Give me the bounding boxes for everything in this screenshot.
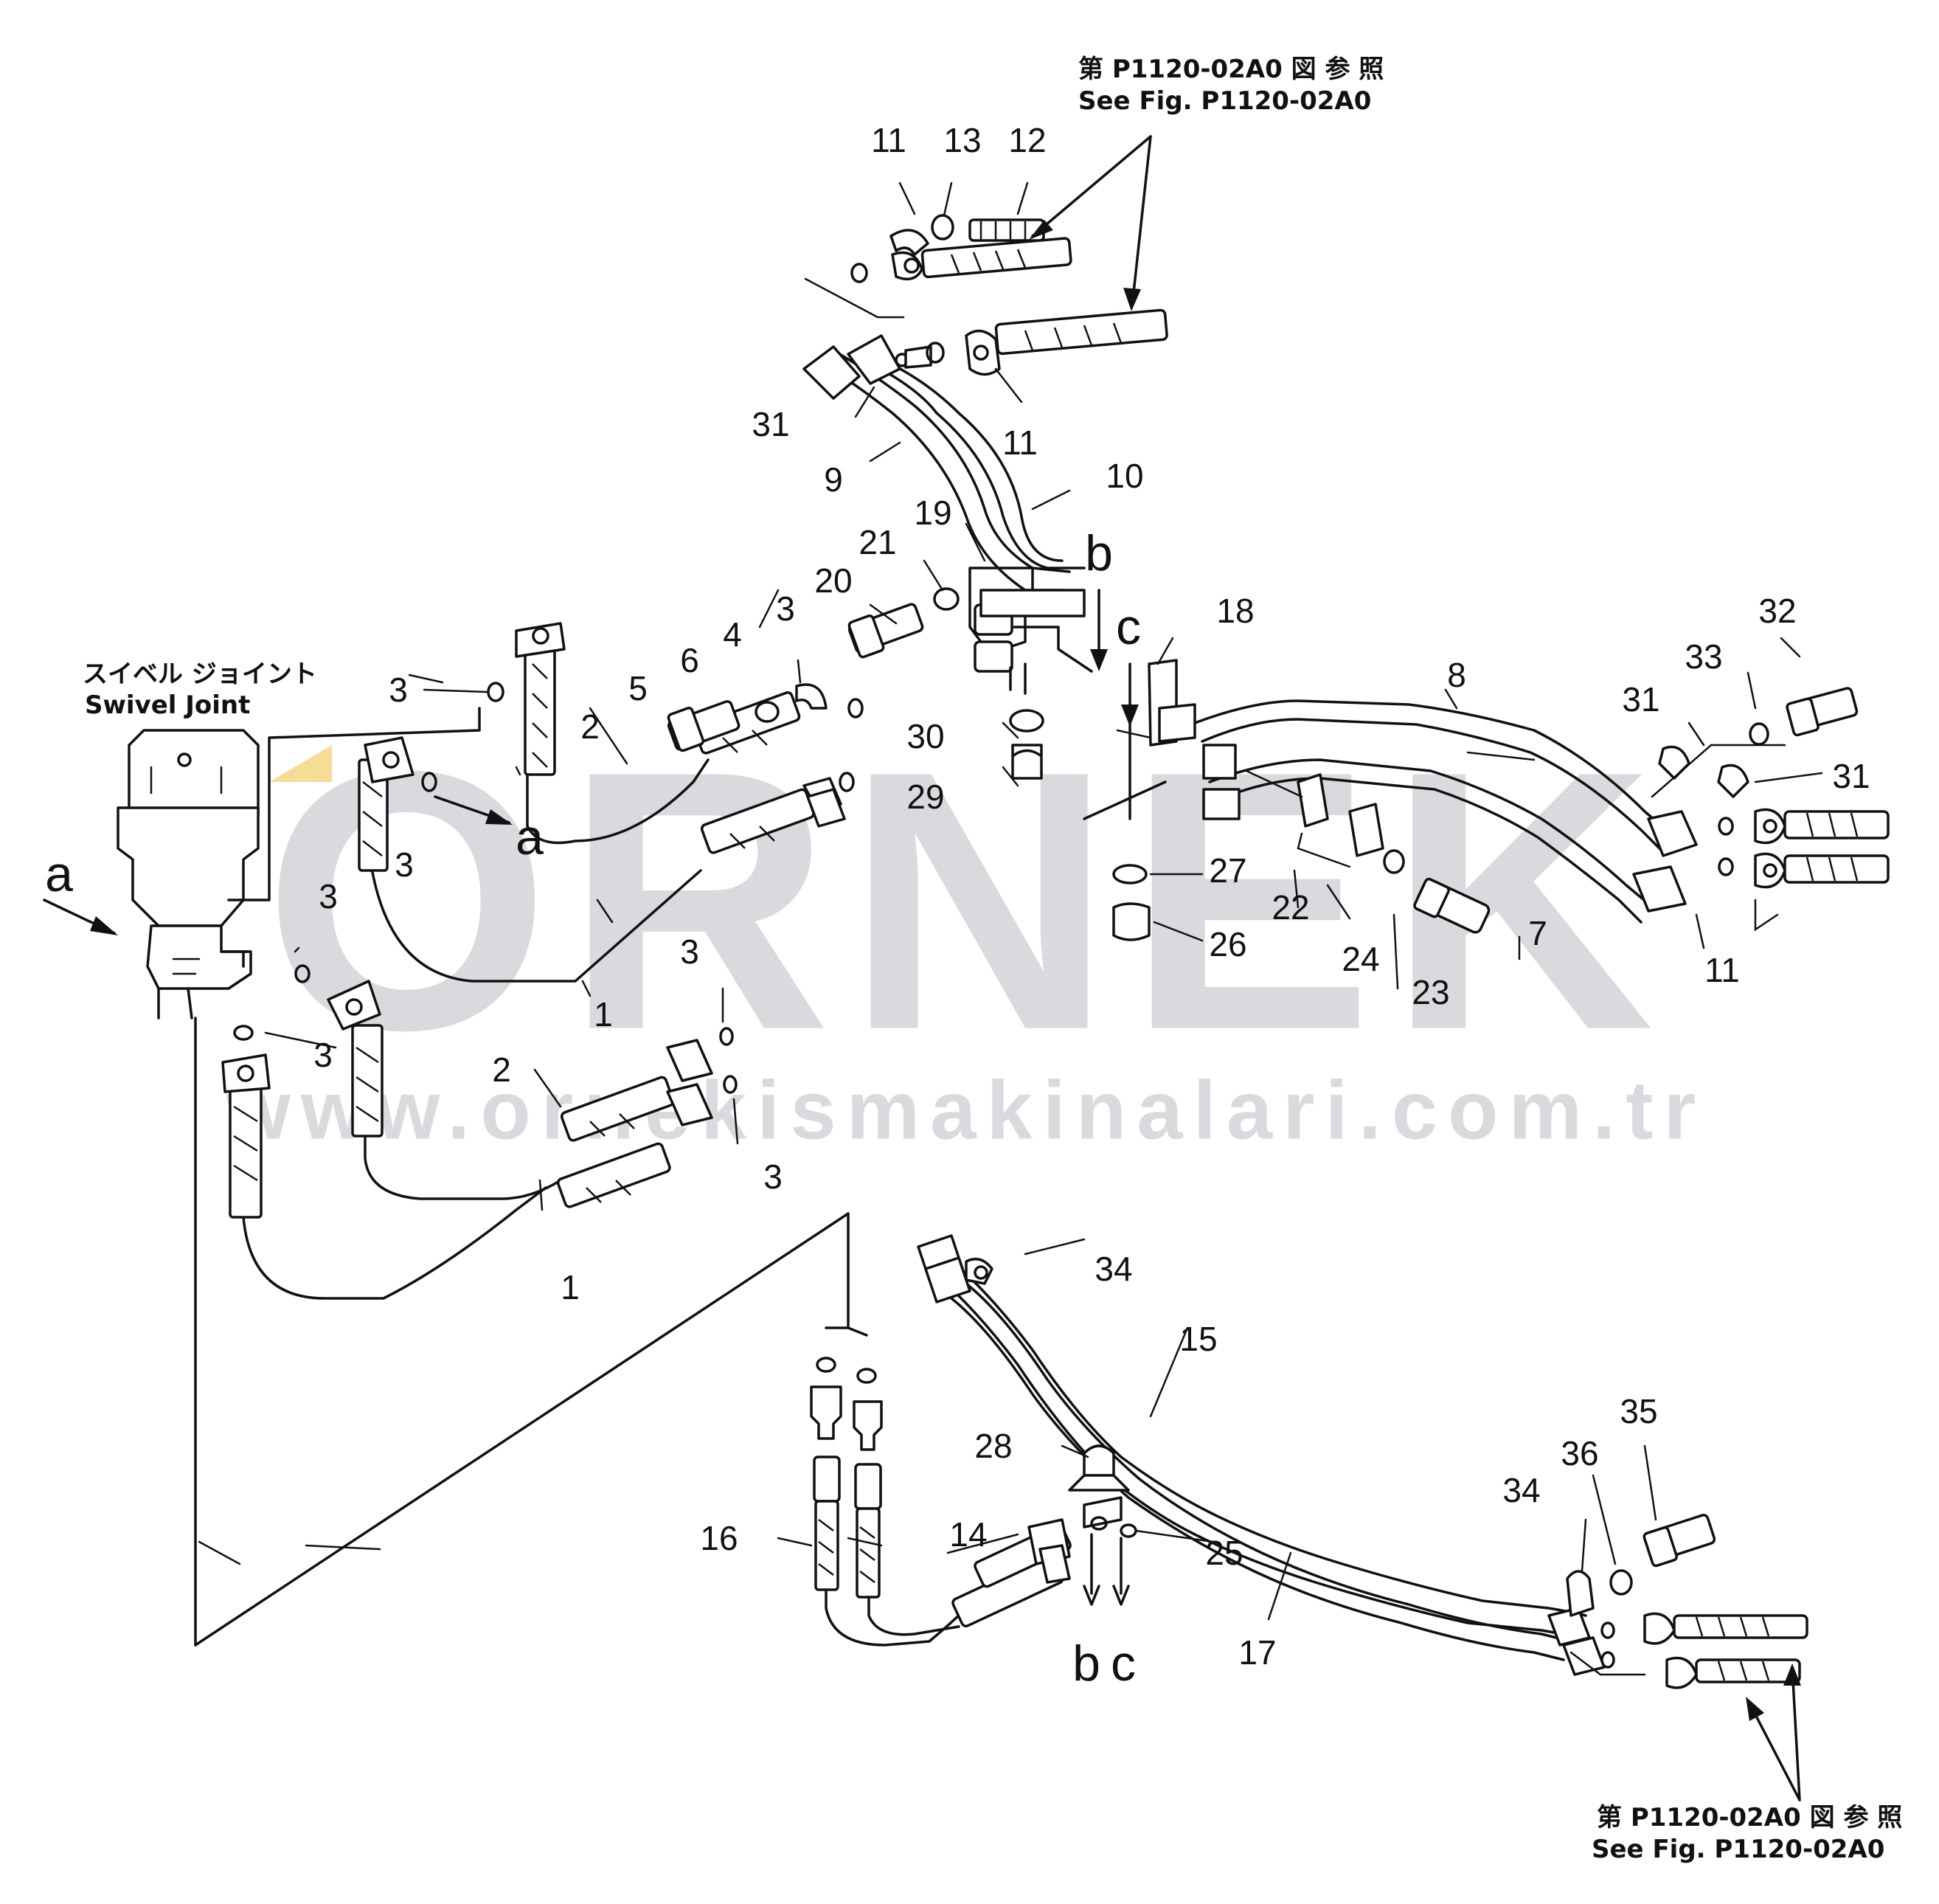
hose-group-left <box>221 622 864 1300</box>
label-3-c: 3 <box>319 877 338 915</box>
letter-a-center: a <box>516 809 544 865</box>
label-21: 21 <box>858 523 896 561</box>
reference-arrows <box>43 135 1801 1801</box>
lower-assembly <box>194 1212 1808 1689</box>
letter-a-left: a <box>45 846 73 902</box>
label-3-e: 3 <box>680 932 699 971</box>
label-35: 35 <box>1620 1392 1657 1430</box>
ref-note-bottom-en: See Fig. P1120-02A0 <box>1592 1835 1884 1864</box>
label-33: 33 <box>1685 637 1722 676</box>
label-16: 16 <box>700 1519 738 1557</box>
label-36: 36 <box>1561 1434 1598 1472</box>
label-34-bottom: 34 <box>1502 1471 1540 1509</box>
label-1-lower: 1 <box>561 1268 580 1306</box>
letter-c-bottom: c <box>1111 1635 1136 1692</box>
label-4: 4 <box>723 615 742 654</box>
center-fasteners <box>667 567 1093 780</box>
label-1-upper: 1 <box>594 995 613 1034</box>
label-31-right-b: 31 <box>1832 757 1870 795</box>
label-2-lower: 2 <box>492 1050 511 1089</box>
label-28: 28 <box>974 1427 1012 1465</box>
letter-c-top: c <box>1116 599 1141 655</box>
label-29: 29 <box>906 778 944 816</box>
reference-notes: スイベル ジョイント Swivel Joint 第 P1120-02A0 図 参… <box>83 55 1902 1864</box>
clamp-22 <box>1245 769 1491 934</box>
label-11-right: 11 <box>1704 951 1740 989</box>
label-7: 7 <box>1528 914 1547 952</box>
o-rings <box>233 682 864 1094</box>
letter-b-top: b <box>1085 525 1113 581</box>
label-15: 15 <box>1179 1320 1217 1358</box>
bracket-18 <box>1083 659 1196 941</box>
watermark-url: www.ornekismakinalari.com.tr <box>226 1064 1706 1157</box>
label-31-right-a: 31 <box>1622 680 1659 719</box>
connection-letters: a a b c b c <box>45 525 1141 1692</box>
label-19: 19 <box>914 494 951 532</box>
label-13: 13 <box>943 121 981 159</box>
tubes-upper <box>802 334 1086 617</box>
leader-lines <box>198 181 1823 1621</box>
label-31-top: 31 <box>752 405 789 443</box>
hose-ends-center <box>556 691 846 1208</box>
top-fittings <box>804 214 1168 376</box>
label-25: 25 <box>1205 1534 1243 1572</box>
ref-note-top-jp: 第 P1120-02A0 図 参 照 <box>1078 55 1384 84</box>
swivel-joint-label-en: Swivel Joint <box>85 690 250 720</box>
label-2-upper: 2 <box>580 707 600 746</box>
label-5: 5 <box>628 669 648 707</box>
label-3-d: 3 <box>313 1036 333 1074</box>
label-26: 26 <box>1209 925 1246 963</box>
label-27: 27 <box>1209 851 1246 890</box>
label-3-f: 3 <box>763 1157 783 1196</box>
label-17: 17 <box>1238 1633 1276 1672</box>
label-8: 8 <box>1447 656 1466 694</box>
label-18: 18 <box>1216 592 1254 630</box>
label-11-mid: 11 <box>1002 423 1038 462</box>
part-labels: 1 1 2 2 3 3 3 3 3 3 3 4 5 6 7 8 9 10 11 … <box>313 121 1870 1672</box>
label-3-g: 3 <box>776 589 795 628</box>
ref-note-top-en: See Fig. P1120-02A0 <box>1078 86 1371 116</box>
label-20: 20 <box>814 561 852 600</box>
label-9: 9 <box>824 460 843 499</box>
right-fittings <box>1651 687 1890 932</box>
label-3-b: 3 <box>395 845 414 884</box>
label-6: 6 <box>680 641 699 679</box>
label-32: 32 <box>1758 592 1796 630</box>
label-34-top: 34 <box>1095 1250 1132 1288</box>
label-14: 14 <box>949 1515 987 1554</box>
ref-note-bottom-jp: 第 P1120-02A0 図 参 照 <box>1597 1803 1902 1832</box>
swivel-joint-label-jp: スイベル ジョイント <box>83 660 317 689</box>
label-3-a: 3 <box>389 671 408 709</box>
label-22: 22 <box>1272 888 1309 927</box>
letter-b-bottom: b <box>1072 1635 1100 1692</box>
label-10: 10 <box>1106 457 1143 495</box>
label-11-top: 11 <box>871 121 906 159</box>
label-30: 30 <box>906 717 944 755</box>
tubes-right <box>1193 699 1698 924</box>
swivel-joint <box>117 707 481 1647</box>
label-12: 12 <box>1008 121 1046 159</box>
label-23: 23 <box>1412 973 1449 1011</box>
label-24: 24 <box>1342 940 1379 978</box>
